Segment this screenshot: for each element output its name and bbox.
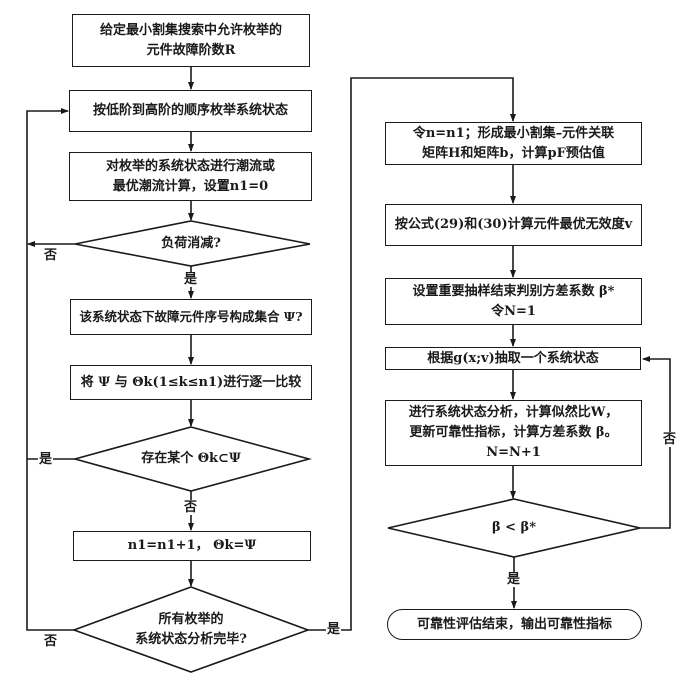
decision3-line1: 所有枚举的 [158, 612, 224, 627]
decision4-label: β < β* [491, 520, 536, 535]
step10-box: 根据g(x;v)抽取一个系统状态 [385, 347, 641, 370]
step8-box: 按公式(29)和(30)计算元件最优无效度v [385, 204, 642, 246]
decision1-label: 负荷消减? [161, 236, 221, 251]
decision2-no-label: 否 [183, 500, 199, 515]
step4-box: 该系统状态下故障元件序号构成集合 Ψ? [70, 299, 312, 335]
step3-line1: 对枚举的系统状态进行潮流或 [105, 158, 275, 174]
loop-back-to-step2 [26, 108, 74, 631]
step6-text: n1=n1+1， Θk=Ψ [127, 538, 257, 553]
step1-line2: 元件故障阶数R [146, 42, 236, 58]
step11-box: 进行系统状态分析，计算似然比W， 更新可靠性指标，计算方差系数 β。 N=N+1 [385, 400, 642, 466]
decision1-shape [74, 220, 311, 267]
step2-text: 按低阶到高阶的顺序枚举系统状态 [92, 103, 288, 118]
step8-text: 按公式(29)和(30)计算元件最优无效度v [394, 217, 633, 232]
decision3-text: 所有枚举的 系统状态分析完毕? [110, 610, 272, 650]
step9-line1: 设置重要抽样结束判别方差系数 β* [412, 283, 615, 299]
decision1-yes-label: 是 [183, 272, 199, 287]
step9-box: 设置重要抽样结束判别方差系数 β* 令N=1 [385, 278, 642, 325]
step7-line2: 矩阵H和矩阵b，计算pF预估值 [422, 145, 605, 161]
step7-box: 令n=n1；形成最小割集–元件关联 矩阵H和矩阵b，计算pF预估值 [385, 122, 642, 165]
step3-line2: 最优潮流计算，设置n1=0 [112, 178, 269, 194]
step11-line1: 进行系统状态分析，计算似然比W， [408, 405, 619, 420]
step11-line3: N=N+1 [486, 445, 541, 460]
step4-text: 该系统状态下故障元件序号构成集合 Ψ? [79, 309, 303, 324]
decision1-no-label: 否 [43, 248, 59, 263]
step5-box: 将 Ψ 与 Θk(1≤k≤n1)进行逐一比较 [70, 365, 312, 400]
decision3-line2: 系统状态分析完毕? [135, 632, 247, 647]
decision3-yes-label: 是 [326, 622, 342, 637]
step1-line1: 给定最小割集搜索中允许枚举的 [99, 22, 282, 38]
terminal-text: 可靠性评估结束，输出可靠性指标 [416, 616, 612, 632]
step2-box: 按低阶到高阶的顺序枚举系统状态 [69, 90, 312, 132]
decision4-no-label: 否 [662, 432, 678, 447]
step7-line1: 令n=n1；形成最小割集–元件关联 [412, 125, 615, 141]
step5-text: 将 Ψ 与 Θk(1≤k≤n1)进行逐一比较 [80, 374, 302, 390]
step9-line2: 令N=1 [491, 303, 536, 319]
decision1-text: 负荷消减? [120, 234, 262, 254]
step1-box: 给定最小割集搜索中允许枚举的 元件故障阶数R [72, 14, 310, 67]
decision2-shape [71, 426, 313, 492]
step11-line2: 更新可靠性指标，计算方差系数 β。 [409, 425, 618, 440]
decision4-yes-label: 是 [506, 572, 522, 587]
step10-text: 根据g(x;v)抽取一个系统状态 [427, 350, 599, 366]
decision2-yes-label: 是 [38, 452, 54, 467]
decision3-no-label: 否 [43, 634, 59, 649]
decision2-label: 存在某个 Θk⊂Ψ [141, 451, 241, 466]
decision2-text: 存在某个 Θk⊂Ψ [120, 449, 262, 469]
decision3-shape [71, 586, 311, 673]
decision4-text: β < β* [454, 518, 574, 538]
step3-box: 对枚举的系统状态进行潮流或 最优潮流计算，设置n1=0 [69, 152, 312, 201]
step6-box: n1=n1+1， Θk=Ψ [73, 531, 311, 561]
terminal-box: 可靠性评估结束，输出可靠性指标 [387, 609, 642, 640]
